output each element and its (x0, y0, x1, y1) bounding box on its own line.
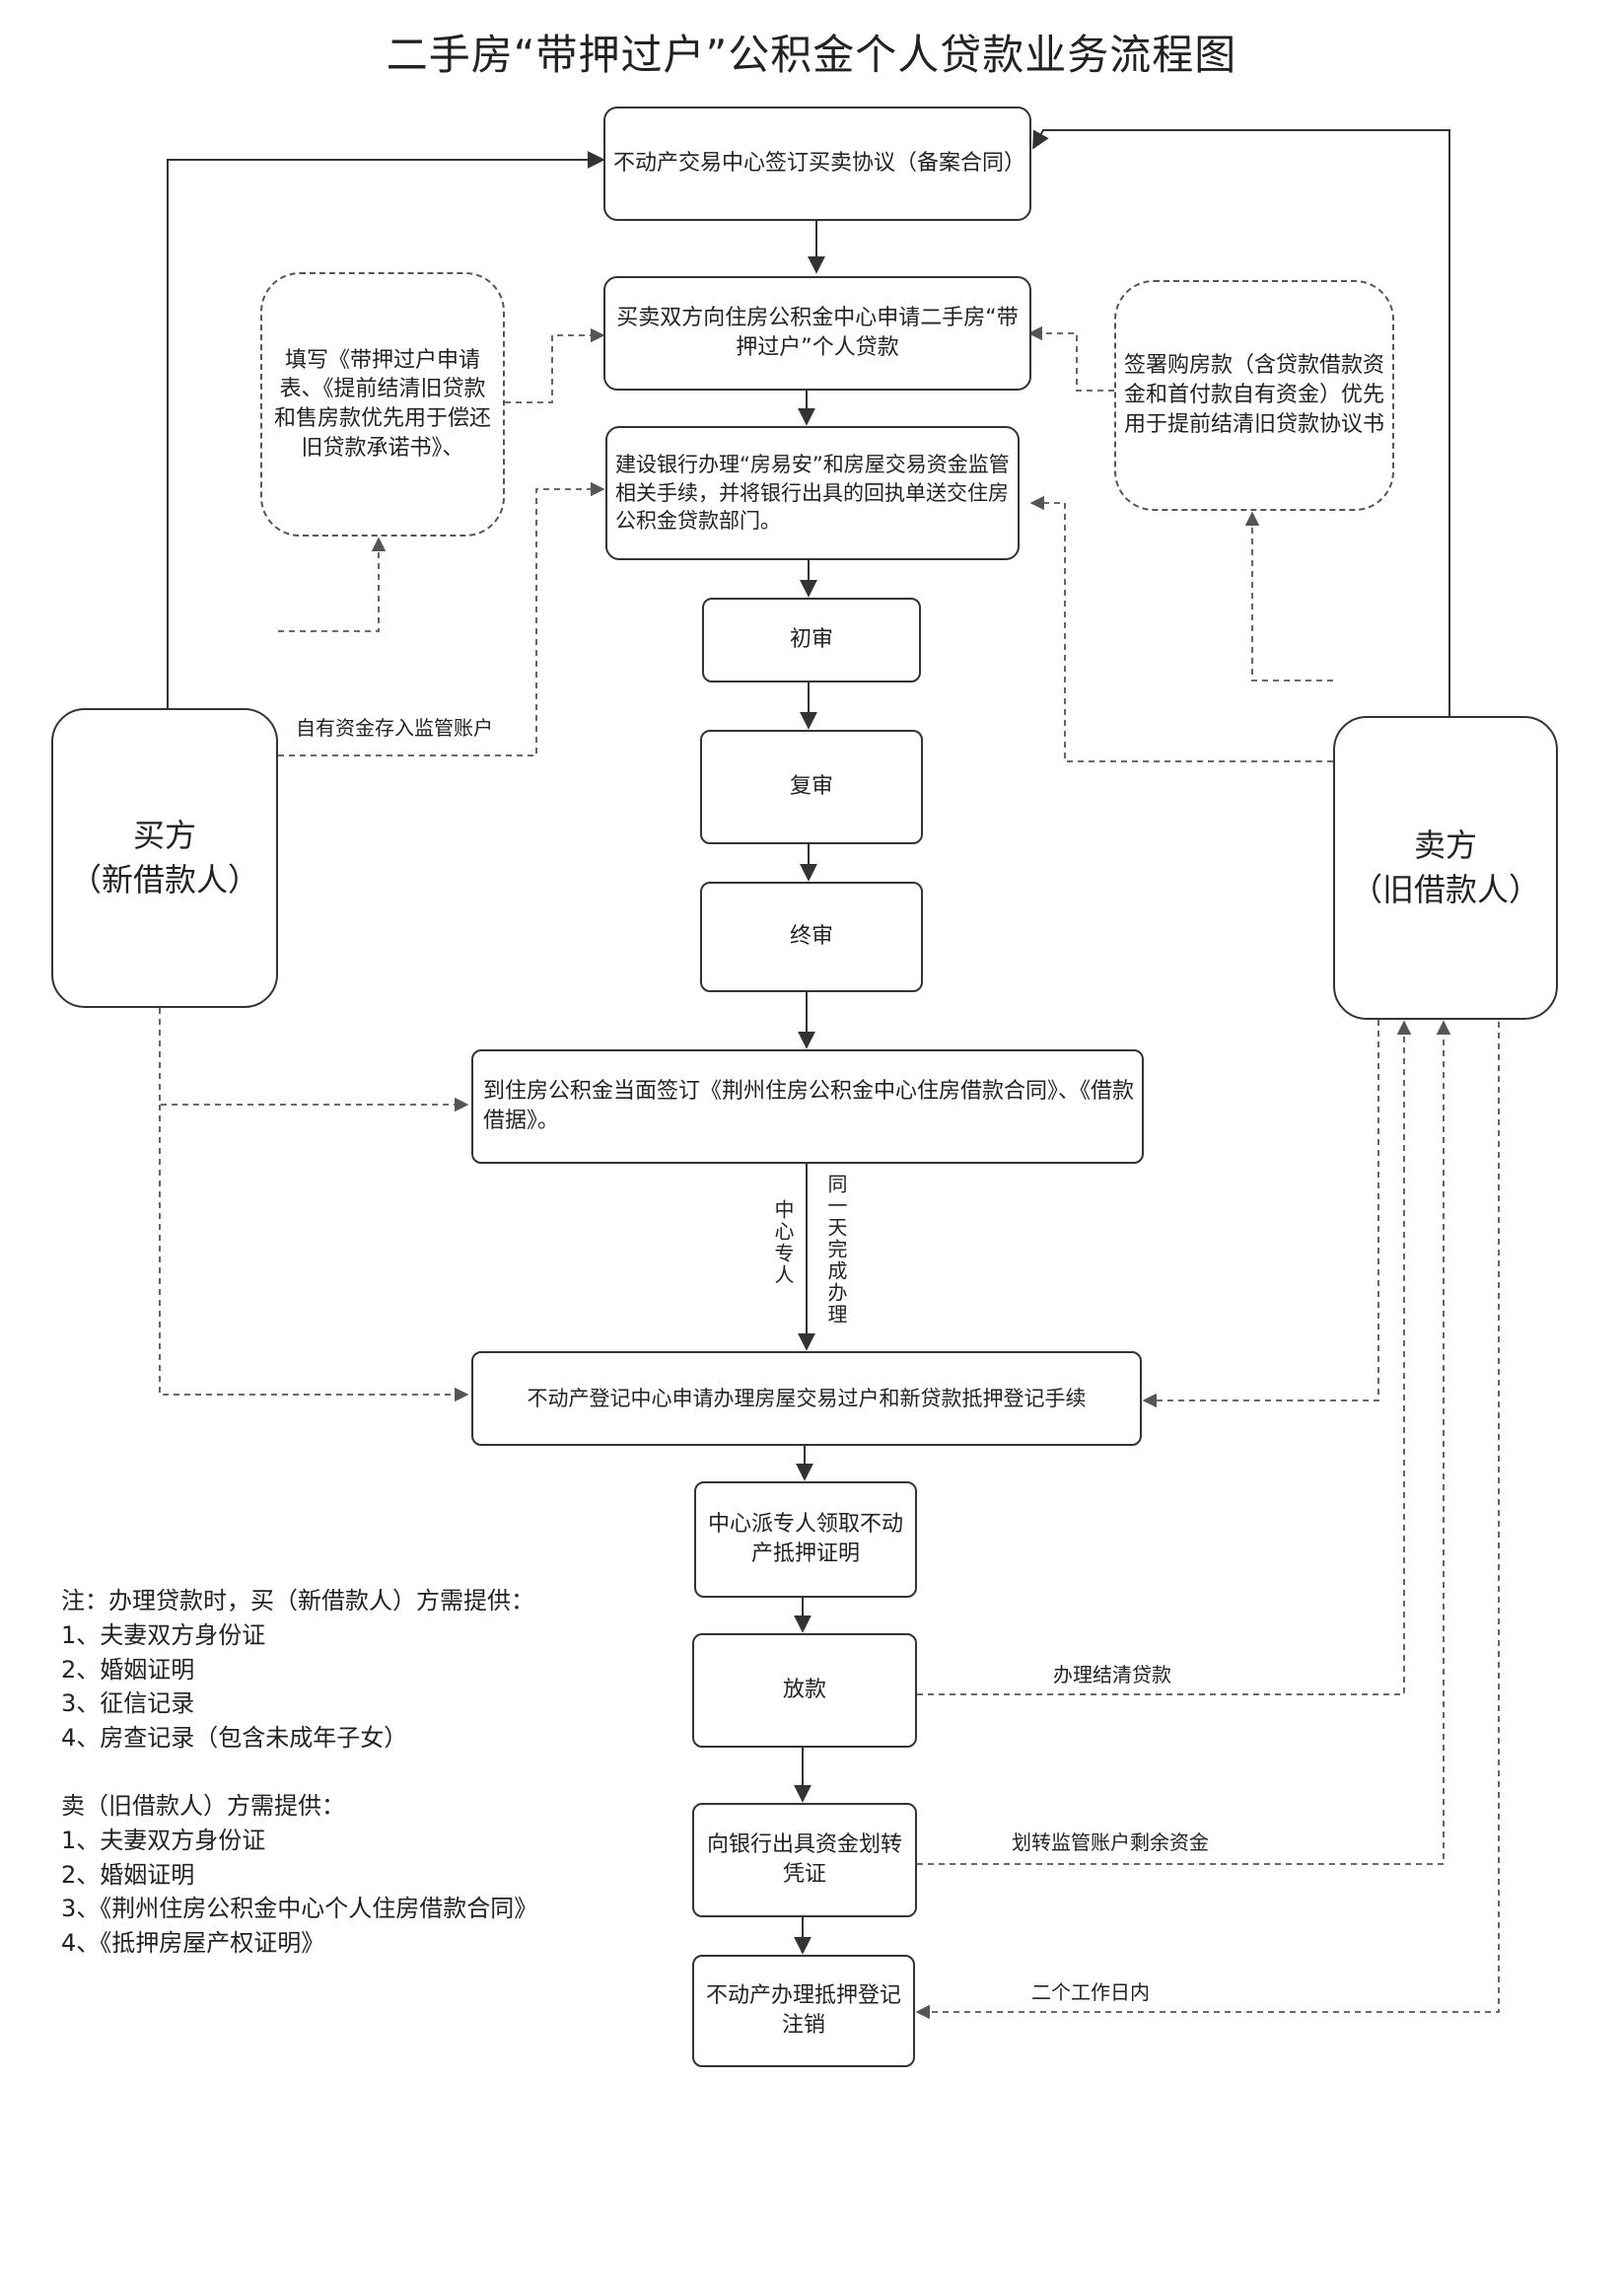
box-transfer-voucher: 向银行出具资金划转凭证 (692, 1803, 917, 1917)
buyer-note-item: 1、夫妻双方身份证 (61, 1620, 266, 1649)
arrow-deposit-buyerform (278, 537, 387, 632)
box-register-text: 不动产登记中心申请办理房屋交易过户和新贷款抵押登记手续 (527, 1386, 1087, 1410)
label-transfer-funds: 划转监管账户剩余资金 (1012, 1830, 1209, 1854)
box-bank-supervision-text: 建设银行办理“房易安”和房屋交易资金监管相关手续，并将银行出具的回执单送交住房公… (615, 453, 1010, 534)
box-second-review-text: 复审 (789, 774, 833, 800)
box-first-review: 初审 (702, 598, 921, 682)
buyer-note-item: 2、婚姻证明 (61, 1655, 195, 1684)
arrow-buyer-b1 (167, 151, 605, 708)
box-buyer-forms-text: 填写《带押过户申请表、《提前结清旧贷款和售房款优先用于偿还旧贷款承诺书》、 (273, 347, 491, 461)
buyer-note-item: 3、征信记录 (61, 1689, 195, 1718)
arrow-voucher-seller (917, 1020, 1451, 1865)
arrow-seller-register (1142, 1020, 1379, 1408)
buyer-note-item: 4、房查记录（包含未成年子女） (61, 1724, 408, 1753)
arrow-seller-b1 (1032, 129, 1450, 716)
arrow-buyerform-b2 (505, 327, 605, 403)
box-register: 不动产登记中心申请办理房屋交易过户和新贷款抵押登记手续 (471, 1351, 1142, 1446)
box-cancel-mortgage: 不动产办理抵押登记注销 (692, 1955, 915, 2067)
requirements-notes: 注：办理贷款时，买（新借款人）方需提供： 1、夫妻双方身份证 2、婚姻证明 3、… (61, 1584, 574, 1961)
arrow-buyer-contract (159, 1008, 469, 1112)
seller-note-item: 2、婚姻证明 (61, 1860, 195, 1889)
arrow-seller-b3 (1029, 495, 1333, 762)
seller-note-item: 3、《荆州住房公积金中心个人住房借款合同》 (61, 1895, 538, 1923)
arrow-seller-cancel (915, 1022, 1500, 2020)
label-center-staff: 中心专人 (771, 1199, 795, 1286)
label-two-workdays: 二个工作日内 (1031, 1980, 1150, 2004)
box-disburse-text: 放款 (782, 1678, 826, 1703)
label-deposit: 自有资金存入监管账户 (296, 716, 493, 740)
box-seller-agreement: 签署购房款（含贷款借款资金和首付款自有资金）优先用于提前结清旧贷款协议书 (1114, 280, 1394, 511)
box-sign-agreement-text: 不动产交易中心签订买卖协议（备案合同） (613, 151, 1026, 177)
buyer-notes-title: 注：办理贷款时，买（新借款人）方需提供： (61, 1587, 534, 1614)
box-transfer-voucher-text: 向银行出具资金划转凭证 (706, 1832, 902, 1887)
arrow-sellerform-b2 (1027, 325, 1114, 392)
box-disburse: 放款 (692, 1633, 917, 1748)
arrow-buyer-b3 (278, 481, 605, 756)
box-bank-supervision: 建设银行办理“房易安”和房屋交易资金监管相关手续，并将银行出具的回执单送交住房公… (605, 426, 1020, 560)
buyer-sublabel: （新借款人） (69, 861, 259, 898)
box-cancel-mortgage-text: 不动产办理抵押登记注销 (705, 1983, 901, 2038)
box-sign-agreement: 不动产交易中心签订买卖协议（备案合同） (603, 107, 1031, 221)
seller-label: 卖方 (1413, 826, 1477, 865)
page-title: 二手房“带押过户”公积金个人贷款业务流程图 (386, 31, 1237, 79)
box-sign-contract-text: 到住房公积金当面签订《荆州住房公积金中心住房借款合同》、《借款借据》。 (483, 1079, 1135, 1133)
box-collect-certificate-text: 中心派专人领取不动产抵押证明 (707, 1512, 903, 1566)
box-apply-loan: 买卖双方向住房公积金中心申请二手房“带押过户”个人贷款 (603, 276, 1031, 391)
label-same-day: 同一天完成办理 (824, 1174, 848, 1326)
box-apply-loan-text: 买卖双方向住房公积金中心申请二手房“带押过户”个人贷款 (616, 306, 1019, 360)
arrow-fangkuan-seller (917, 1020, 1412, 1695)
box-first-review-text: 初审 (789, 627, 833, 653)
box-sign-contract: 到住房公积金当面签订《荆州住房公积金中心住房借款合同》、《借款借据》。 (471, 1049, 1144, 1164)
box-final-review: 终审 (700, 882, 923, 992)
box-final-review-text: 终审 (789, 924, 833, 950)
box-buyer: 买方 （新借款人） (51, 708, 278, 1008)
seller-notes-title: 卖（旧借款人）方需提供： (61, 1791, 345, 1820)
arrow-buyer-register (159, 1105, 469, 1402)
seller-note-item: 1、夫妻双方身份证 (61, 1826, 266, 1854)
seller-sublabel: （旧借款人） (1350, 871, 1540, 908)
box-collect-certificate: 中心派专人领取不动产抵押证明 (694, 1481, 917, 1598)
box-seller: 卖方 （旧借款人） (1333, 716, 1558, 1020)
label-settle-loan: 办理结清贷款 (1053, 1663, 1171, 1686)
buyer-label: 买方 (132, 817, 196, 855)
box-seller-agreement-text: 签署购房款（含贷款借款资金和首付款自有资金）优先用于提前结清旧贷款协议书 (1124, 353, 1385, 437)
box-second-review: 复审 (700, 730, 923, 844)
box-buyer-forms: 填写《带押过户申请表、《提前结清旧贷款和售房款优先用于偿还旧贷款承诺书》、 (260, 272, 505, 537)
arrow-seller-sellerform (1244, 511, 1333, 682)
seller-note-item: 4、《抵押房屋产权证明》 (61, 1929, 325, 1958)
